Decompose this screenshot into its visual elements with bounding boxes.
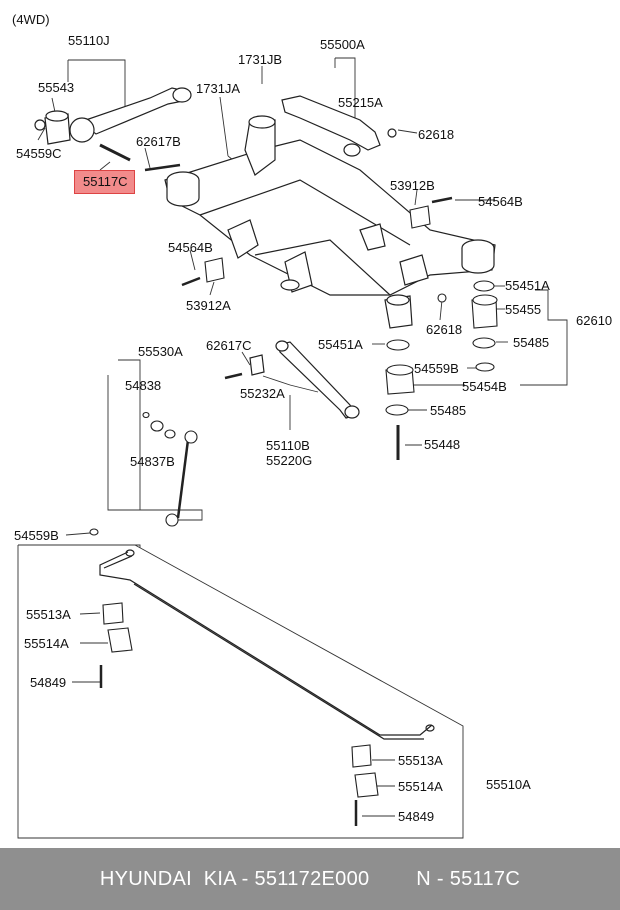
- leader-lines: [17, 57, 568, 839]
- part-label-55485-right: 55485: [513, 335, 550, 350]
- variant-label: (4WD): [12, 12, 50, 27]
- parts-diagram: (4WD) 55110J 55543 54559C 55117C 62617B …: [12, 12, 613, 839]
- part-label-54849-left: 54849: [30, 675, 67, 690]
- part-label-55448: 55448: [424, 437, 461, 452]
- footer-spacer: [369, 868, 416, 891]
- part-label-55215A: 55215A: [338, 95, 383, 110]
- footer-diagram-code: N - 55117C: [416, 867, 521, 890]
- footer-brand-part-number: HYUNDAI KIA - 551172E000: [99, 867, 370, 890]
- part-label-54849-right: 54849: [398, 809, 435, 824]
- bushings: [181, 196, 498, 460]
- part-label-55110J: 55110J: [68, 33, 110, 48]
- part-label-55117C-highlight: 55117C: [74, 170, 135, 194]
- lower-arm: [224, 340, 360, 419]
- part-label-55451A-right: 55451A: [505, 278, 550, 293]
- diagram-drawing: [17, 57, 568, 839]
- part-label-54559B-right: 54559B: [414, 361, 459, 376]
- part-label-53912A: 53912A: [186, 298, 231, 313]
- trailing-arm: [281, 95, 397, 157]
- part-label-55500A: 55500A: [320, 37, 365, 52]
- part-label-62610: 62610: [576, 313, 613, 328]
- part-label-55451A-mid: 55451A: [318, 337, 363, 352]
- stabilizer-link: [89, 411, 198, 536]
- part-label-55454B: 55454B: [462, 379, 507, 394]
- part-label-55514A-left: 55514A: [24, 636, 69, 651]
- part-label-55514A-right: 55514A: [398, 779, 443, 794]
- part-label-55530A: 55530A: [138, 344, 183, 359]
- part-label-55510A: 55510A: [486, 777, 531, 792]
- part-label-55455: 55455: [505, 302, 542, 317]
- part-label-54838: 54838: [125, 378, 162, 393]
- part-label-1731JB: 1731JB: [238, 52, 283, 67]
- part-label-55232A: 55232A: [240, 386, 285, 401]
- stabilizer-bar: [99, 549, 435, 740]
- part-label-62618-top: 62618: [418, 127, 455, 142]
- part-label-62618-mid: 62618: [426, 322, 463, 337]
- part-label-54564B-left: 54564B: [168, 240, 213, 255]
- upper-arm: [34, 87, 192, 172]
- part-label-62617C: 62617C: [206, 338, 252, 353]
- part-label-54837B: 54837B: [130, 454, 175, 469]
- part-label-62617B: 62617B: [136, 134, 181, 149]
- part-label-55220G: 55220G: [266, 453, 313, 468]
- part-label-54559B-left: 54559B: [14, 528, 59, 543]
- part-number-footer: HYUNDAI KIA - 551172E000 N - 55117C: [0, 848, 620, 910]
- part-label-55110B: 55110B: [266, 438, 310, 453]
- bar-bushings: [99, 602, 379, 826]
- part-label-55543: 55543: [38, 80, 75, 95]
- part-label-55513A-right: 55513A: [398, 753, 443, 768]
- part-label-54564B-right: 54564B: [478, 194, 523, 209]
- part-label-53912B: 53912B: [390, 178, 435, 193]
- part-label-55485-lower: 55485: [430, 403, 467, 418]
- part-label-55513A-left: 55513A: [26, 607, 71, 622]
- part-label-54559C: 54559C: [16, 146, 62, 161]
- subframe: [164, 115, 496, 329]
- part-label-1731JA: 1731JA: [196, 81, 241, 96]
